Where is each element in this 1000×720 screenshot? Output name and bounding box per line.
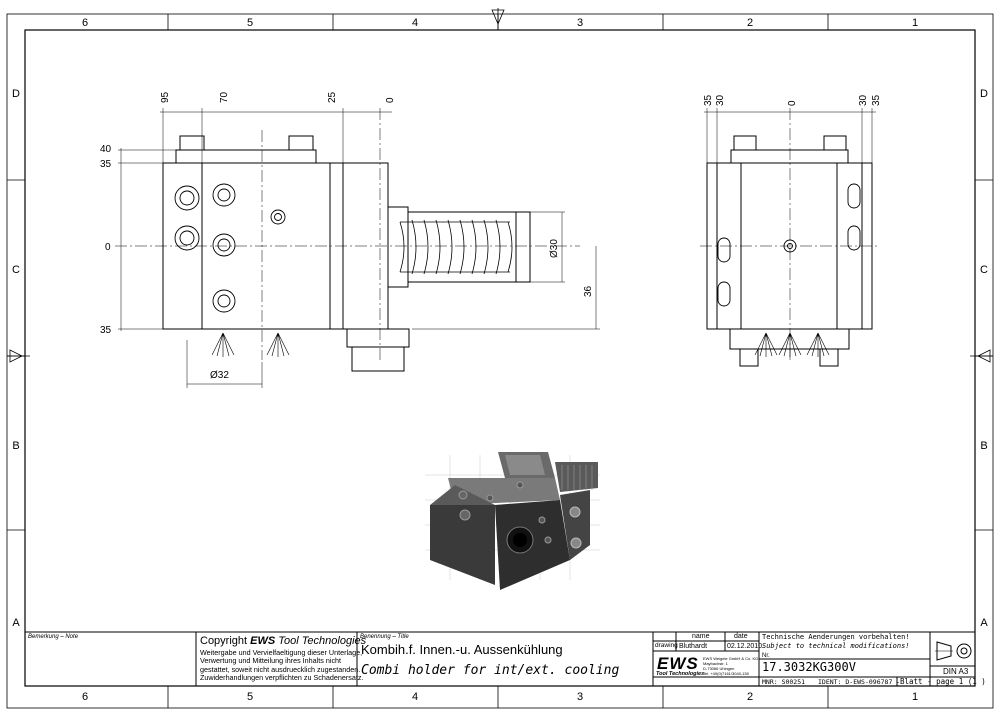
col-label-top: 5 <box>247 17 253 29</box>
col-label-bottom: 3 <box>577 691 583 703</box>
row-label-left: C <box>12 264 20 276</box>
dim-35-top: 35 <box>100 159 112 170</box>
isometric-render <box>425 452 600 590</box>
outer-frame <box>6 13 994 709</box>
col-label-bottom: 4 <box>412 691 418 703</box>
inner-frame <box>24 29 976 687</box>
copyright-text: Weitergabe und Vervielfaeltigung dieser … <box>200 648 364 683</box>
coolant-spray <box>211 332 290 357</box>
col-name-header: name <box>692 633 710 640</box>
side-dim-30-left: 30 <box>715 94 726 106</box>
ews-logo-sub: Tool Technologies <box>656 671 705 677</box>
centerlines <box>115 108 580 360</box>
drawn-date: 02.12.2010 <box>727 643 763 650</box>
col-label-bottom: 2 <box>747 691 753 703</box>
side-dim-0: 0 <box>787 100 798 106</box>
title-block-frame <box>25 631 975 686</box>
row-label-left: B <box>12 440 19 452</box>
col-label-bottom: 6 <box>82 691 88 703</box>
row-label-right: A <box>980 617 988 629</box>
title-label: Benennung – Title <box>360 634 409 640</box>
part-number: 17.3032KG300V <box>762 660 856 674</box>
title-english: Combi holder for int/ext. cooling <box>361 663 620 678</box>
dim-25: 25 <box>327 91 338 103</box>
side-dim-30-right: 30 <box>858 94 869 106</box>
drawing-row-label: drawing <box>655 642 678 649</box>
dim-dia30: Ø30 <box>549 239 560 258</box>
projection-symbol-icon <box>935 641 972 661</box>
copyright-heading: Copyright EWS Tool Technologies <box>200 635 367 647</box>
col-label-top: 4 <box>412 17 418 29</box>
paper-format: DIN A3 <box>943 667 969 676</box>
side-coolant-block <box>729 328 850 350</box>
col-label-bottom: 1 <box>912 691 918 703</box>
row-label-left: A <box>12 617 20 629</box>
dim-dia32: Ø32 <box>210 370 229 381</box>
dim-95: 95 <box>160 91 171 103</box>
side-dim-35-left: 35 <box>703 94 714 106</box>
row-label-right: D <box>980 88 988 100</box>
dim-0-left: 0 <box>105 242 111 253</box>
dim-40: 40 <box>100 144 112 155</box>
side-view <box>700 108 880 367</box>
top-clamp <box>175 149 317 164</box>
ews-logo: EWS <box>657 654 699 673</box>
col-label-top: 6 <box>82 17 88 29</box>
grid-ticks <box>7 14 993 708</box>
row-label-right: C <box>980 264 988 276</box>
col-label-bottom: 5 <box>247 691 253 703</box>
col-label-top: 3 <box>577 17 583 29</box>
dimension-lines <box>118 108 600 388</box>
col-label-top: 1 <box>912 17 918 29</box>
row-label-left: D <box>12 88 20 100</box>
title-german: Kombih.f. Innen.-u. Aussenkühlung <box>361 642 563 657</box>
drawn-by: Bluthardt <box>679 643 708 650</box>
top-screw-left <box>179 135 205 151</box>
dim-70: 70 <box>219 91 230 103</box>
row-label-right: B <box>980 440 987 452</box>
coolant-block <box>346 328 410 348</box>
dim-36: 36 <box>583 285 594 297</box>
notice-german: Technische Aenderungen vorbehalten! <box>762 633 910 641</box>
side-dim-35-right: 35 <box>871 94 882 106</box>
dim-0: 0 <box>385 97 396 103</box>
dim-35-bottom: 35 <box>100 325 112 336</box>
sheet-number: Blatt - page 1 (1 ) <box>900 677 986 686</box>
front-view <box>115 108 600 388</box>
bellows <box>399 219 513 275</box>
number-label: Nr. <box>762 653 770 659</box>
notice-english: Subject to technical modifications! <box>762 642 910 650</box>
top-screw-right <box>288 135 314 151</box>
mnr-number: MNR: S00251 <box>762 678 806 686</box>
centering-marks <box>7 8 993 363</box>
company-address: EWS Weigele GmbH & Co. KG Maybachstr. 1 … <box>703 656 759 676</box>
side-coolant-spray <box>754 332 830 357</box>
col-date-header: date <box>734 633 748 640</box>
remark-label: Bemerkung – Note <box>28 634 79 640</box>
col-label-top: 2 <box>747 17 753 29</box>
ident-number: IDENT: D-EWS-096787 - <box>818 678 901 686</box>
socket-screws <box>174 183 286 313</box>
